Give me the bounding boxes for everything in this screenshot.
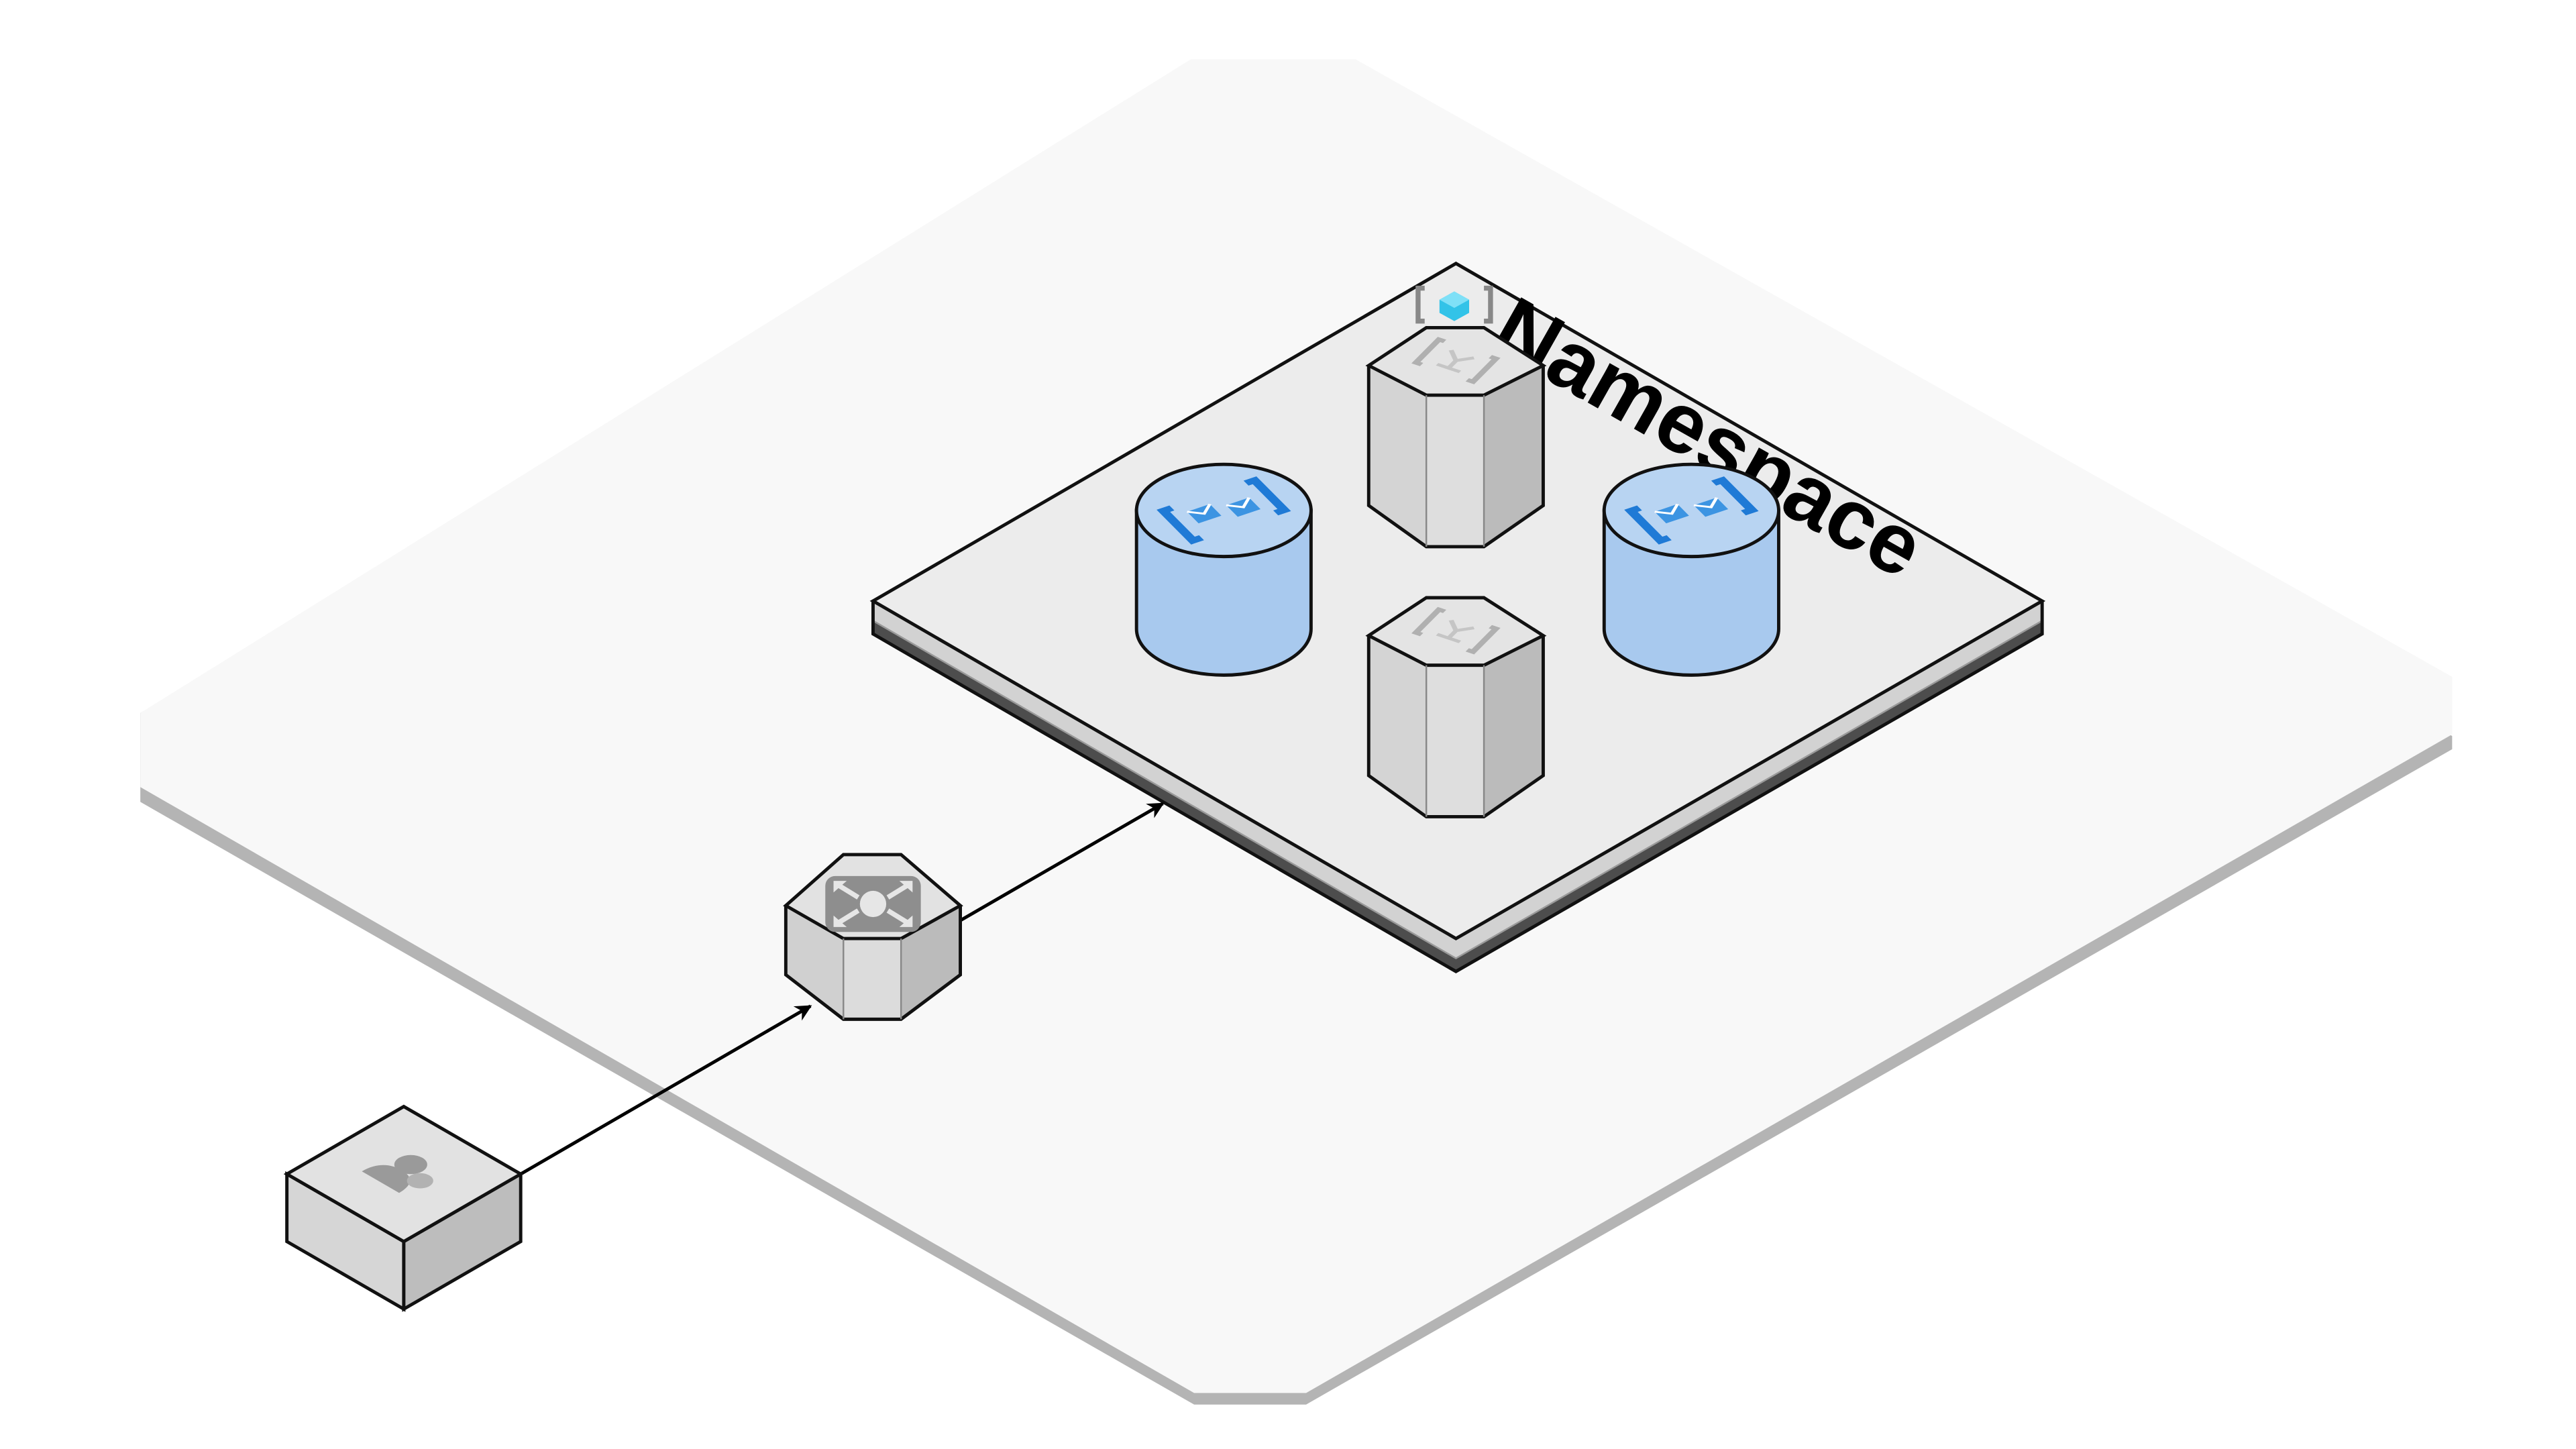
queue-left[interactable]: [1134, 462, 1313, 677]
topic-icon: [1411, 337, 1501, 384]
topic-body: [1365, 326, 1547, 549]
service-bus-namespace-icon: [1415, 285, 1493, 324]
queue-right[interactable]: [1602, 462, 1780, 677]
user-node[interactable]: [283, 1104, 525, 1312]
edge-gateway-to-namespace[interactable]: [959, 802, 1165, 922]
gateway-node[interactable]: [783, 853, 963, 1021]
topic-back[interactable]: [1365, 326, 1547, 549]
topic-icon: [1411, 606, 1501, 655]
user-body: [283, 1104, 525, 1312]
queue-body: [1602, 462, 1780, 677]
gateway-icon: [825, 875, 921, 932]
queue-icon: [1624, 476, 1759, 545]
queue-body: [1134, 462, 1313, 677]
user-icon: [362, 1155, 433, 1193]
edge-user-to-gateway[interactable]: [519, 1004, 812, 1176]
namespace-plate-outline: [871, 600, 2044, 974]
queue-icon: [1157, 476, 1291, 545]
topic-front[interactable]: [1365, 596, 1547, 818]
topic-body: [1365, 596, 1547, 818]
